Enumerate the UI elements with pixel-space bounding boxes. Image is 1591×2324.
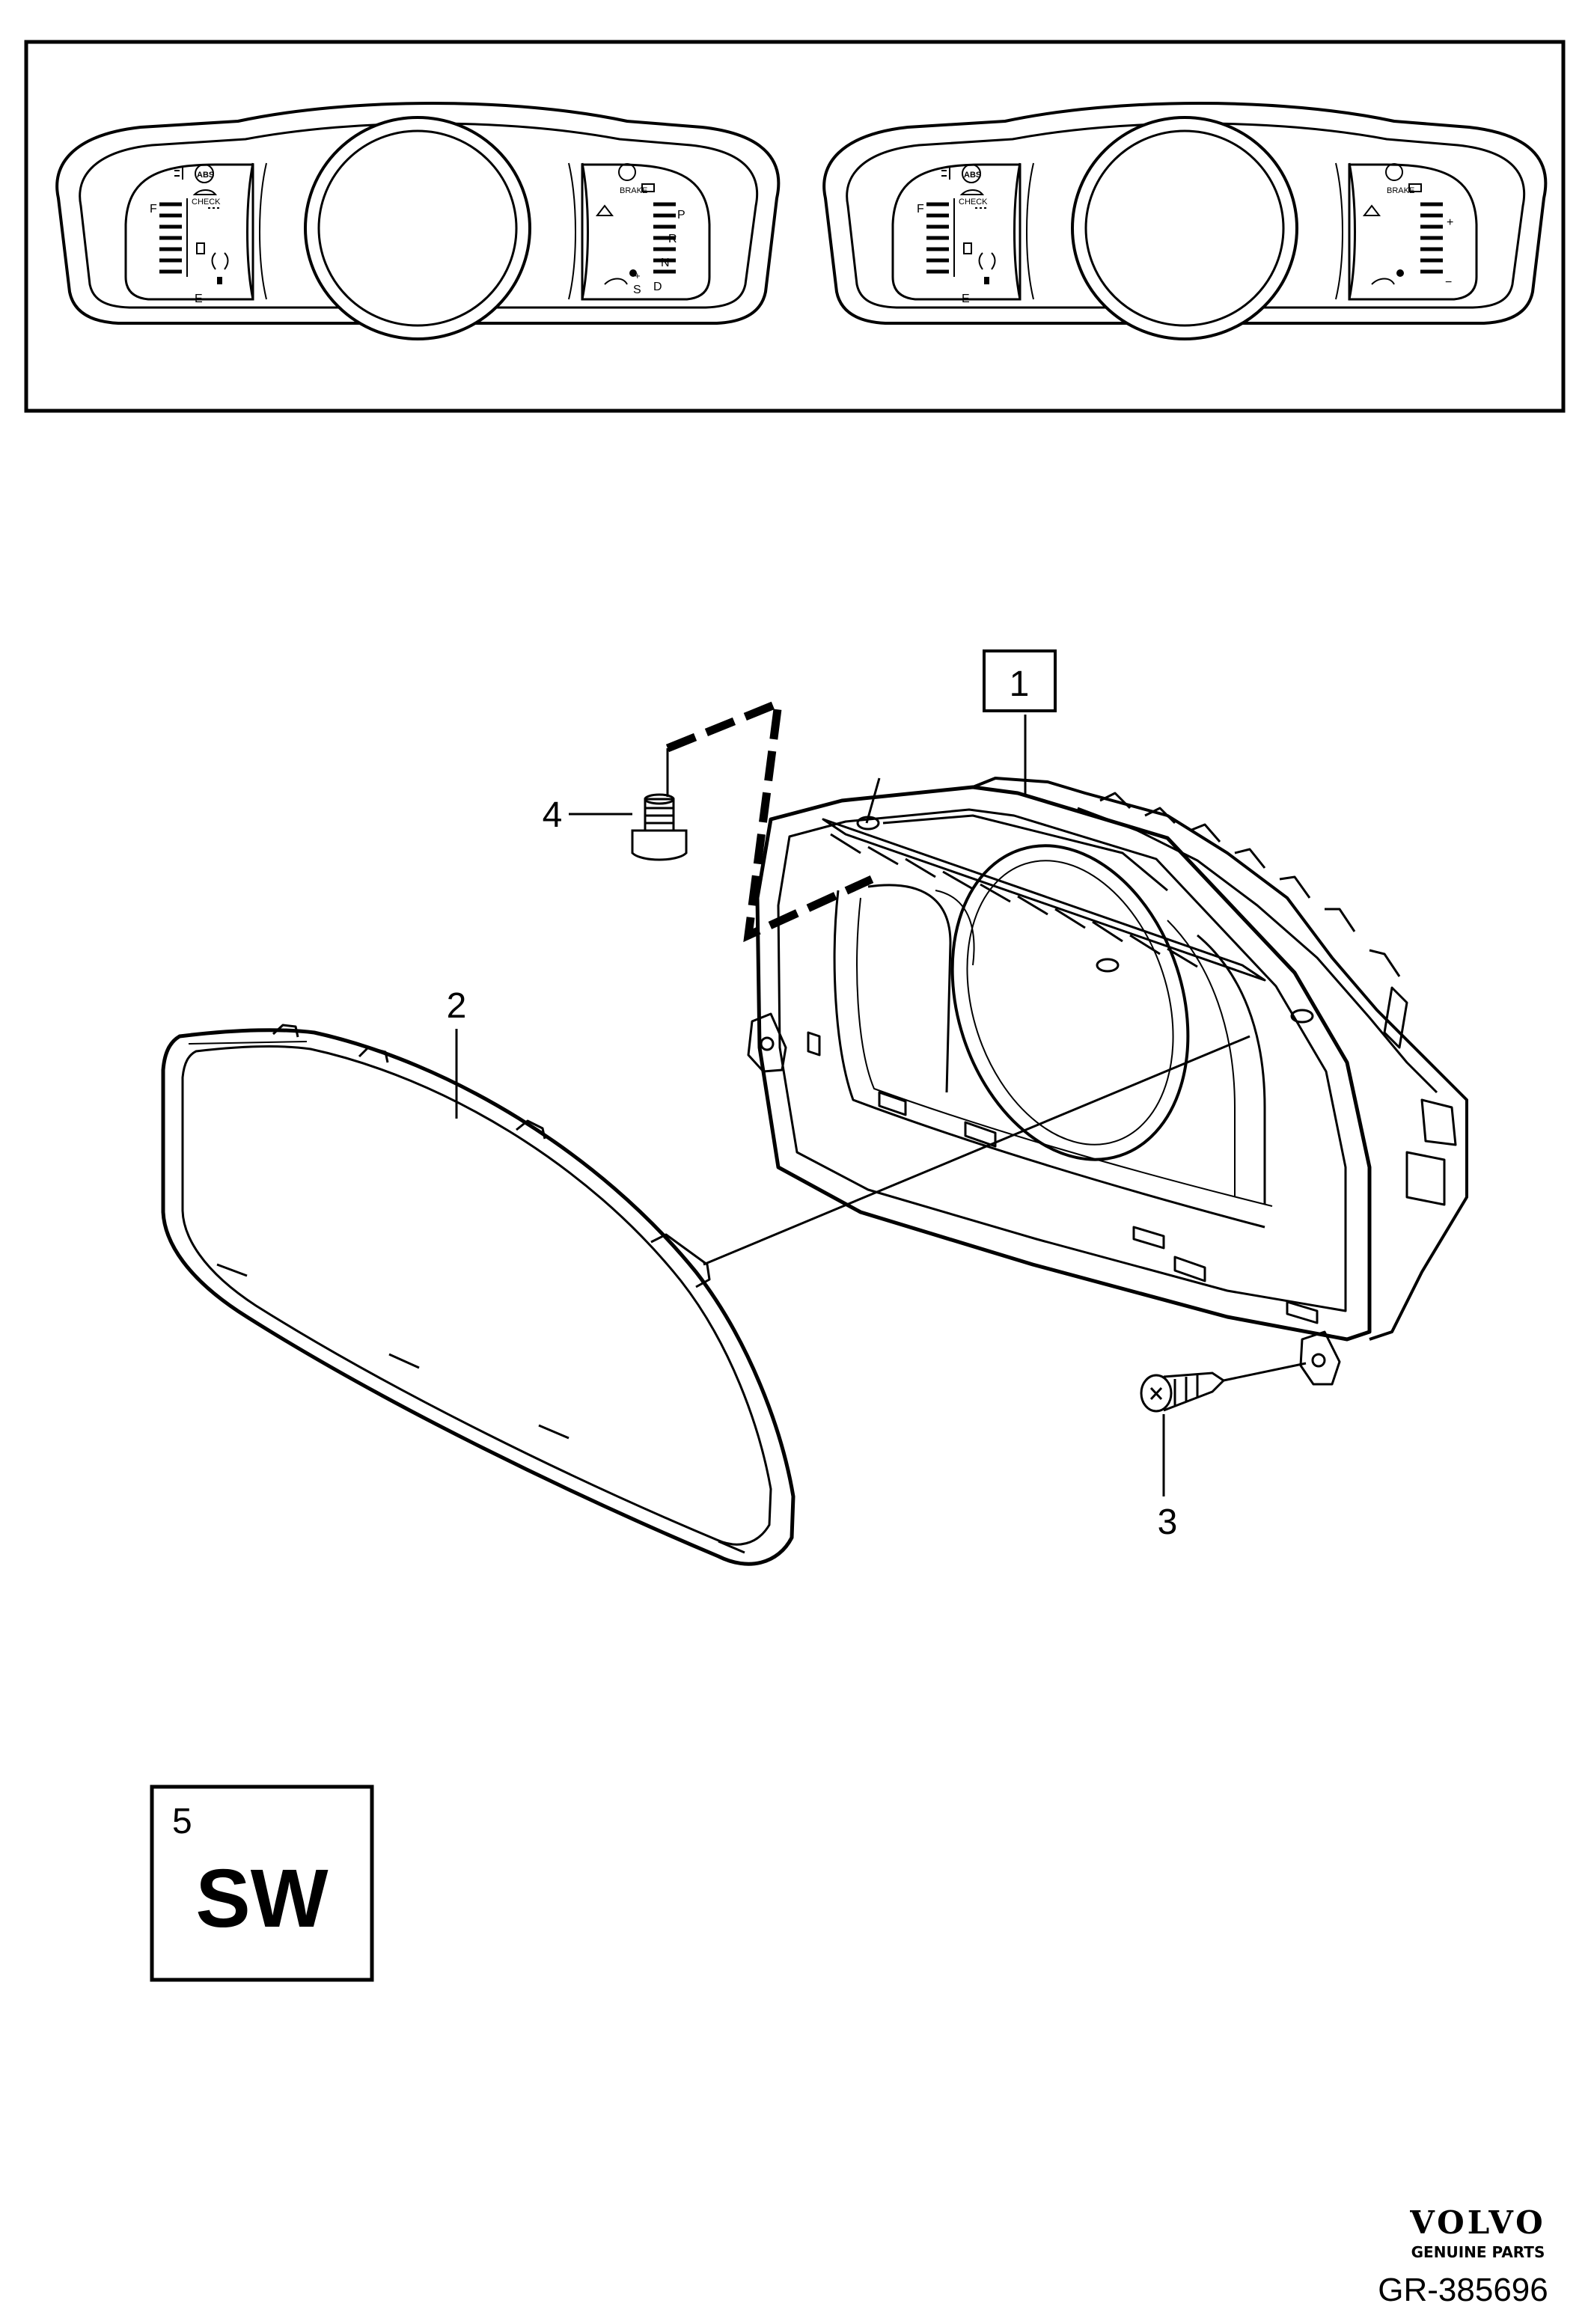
screw-4 [631, 793, 688, 861]
check-label: CHECK [959, 198, 988, 207]
callout-2: 2 [447, 986, 467, 1026]
fuel-empty-label: E [962, 293, 970, 305]
callout-5: 5 [172, 1802, 192, 1841]
abs-label: ABS [197, 171, 214, 180]
callout-4: 4 [543, 795, 563, 835]
leader-lines [455, 715, 1307, 1496]
cluster-variant-left: ABS CHECK F E BRAKE P R N D S + [57, 103, 778, 339]
fuel-empty-label: E [195, 293, 203, 305]
brake-label: BRAKE [620, 186, 647, 195]
cluster-variant-right: ABS CHECK F E BRAKE + − [824, 103, 1545, 339]
cluster-cover-glass [161, 1024, 796, 1566]
gear-s-label: S [633, 284, 641, 296]
abs-label: ABS [964, 171, 981, 180]
gear-plus-label: + [635, 270, 641, 281]
software-box [150, 1785, 374, 1982]
gear-p-label: P [677, 209, 685, 221]
fuel-full-label: F [150, 203, 157, 215]
fuel-full-label: F [917, 203, 924, 215]
brand-tagline: GENUINE PARTS [1411, 2243, 1545, 2261]
callout-box-1 [983, 649, 1057, 712]
gear-d-label: D [653, 281, 662, 293]
check-label: CHECK [192, 198, 221, 207]
gear-r-label: R [668, 233, 677, 245]
brand-logo: VOLVO [1409, 2204, 1545, 2241]
brake-label: BRAKE [1387, 186, 1414, 195]
callout-3: 3 [1158, 1502, 1178, 1542]
torx-screw-3 [1140, 1372, 1226, 1413]
callout-1: 1 [1010, 664, 1030, 704]
instrument-cluster-housing [747, 777, 1468, 1386]
plus-label: + [1447, 216, 1453, 229]
variant-frame [24, 40, 1566, 413]
gear-n-label: N [661, 257, 670, 269]
minus-label: − [1445, 276, 1452, 289]
software-code: SW [195, 1853, 328, 1945]
illustration-id: GR-385696 [1378, 2272, 1548, 2308]
dashed-assembly-line [665, 697, 874, 943]
